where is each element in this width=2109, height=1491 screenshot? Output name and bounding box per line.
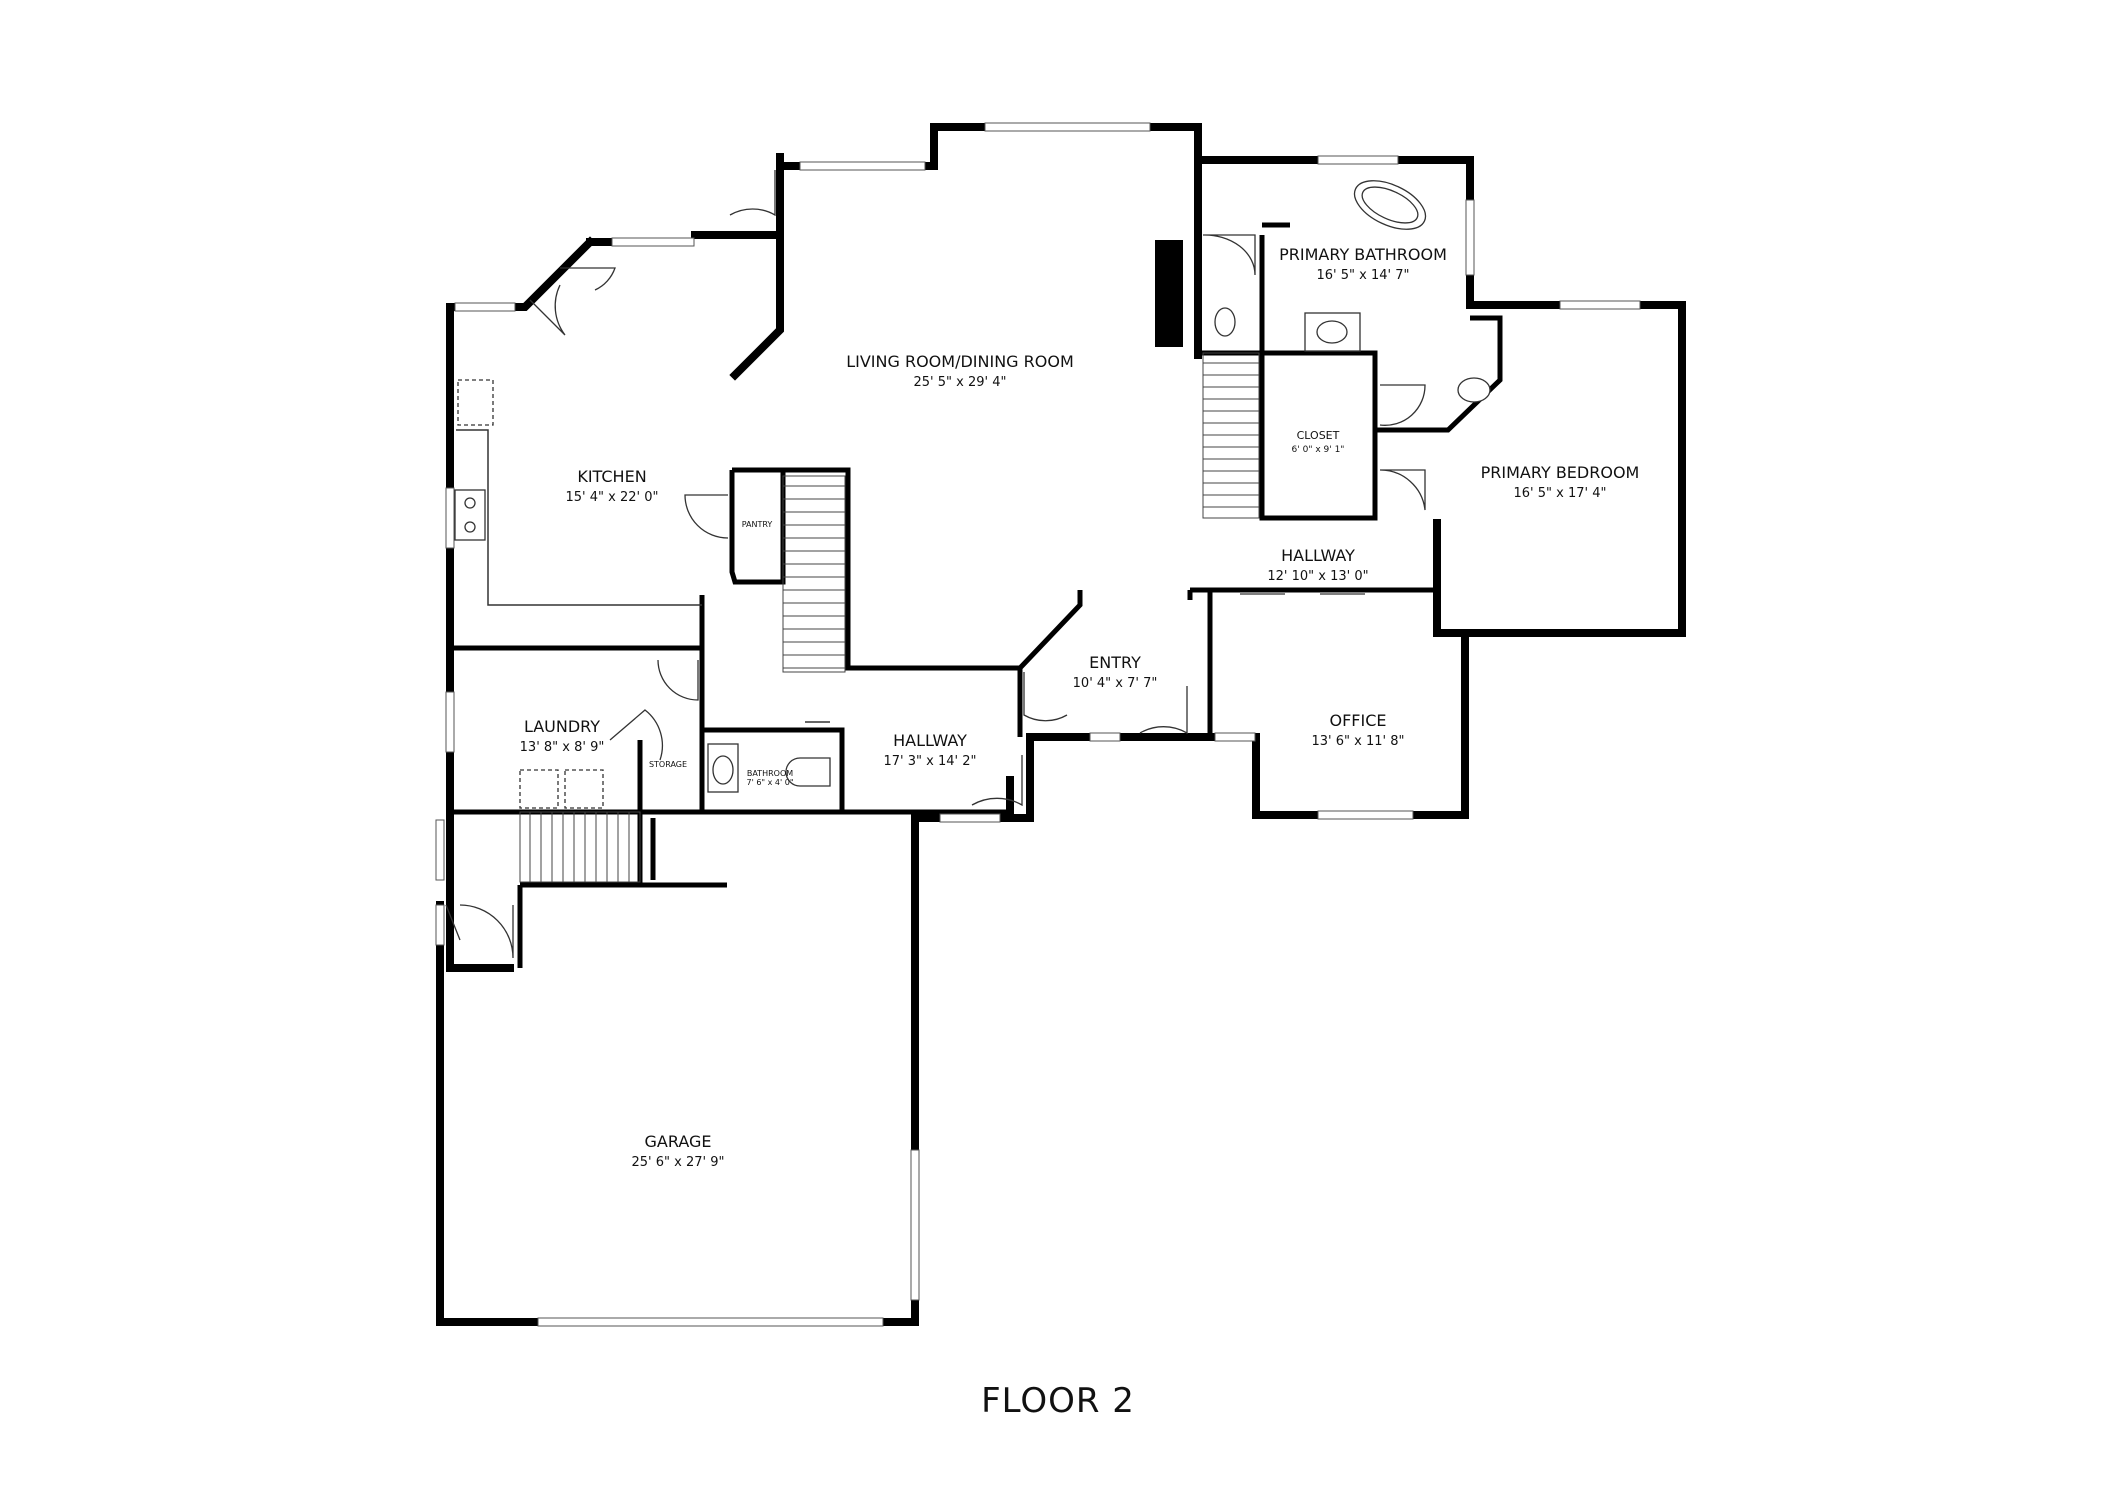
primary-bedroom-dims: 16' 5" x 17' 4": [1514, 486, 1607, 501]
hallway-west-name: HALLWAY: [893, 731, 967, 750]
garage-dims: 25' 6" x 27' 9": [632, 1155, 725, 1170]
office-dims: 13' 6" x 11' 8": [1312, 734, 1405, 749]
hallway-east-dims: 12' 10" x 13' 0": [1267, 569, 1368, 584]
kitchen-name: KITCHEN: [577, 467, 646, 486]
fixtures: [454, 180, 1491, 809]
hallway-east-name: HALLWAY: [1281, 546, 1355, 565]
floor-title: FLOOR 2: [981, 1381, 1135, 1421]
exterior-walls: [436, 123, 1686, 1326]
interior-walls: [450, 222, 1503, 968]
closet-dims: 6' 0" x 9' 1": [1292, 445, 1345, 455]
entry-name: ENTRY: [1089, 653, 1141, 672]
living-room-name: LIVING ROOM/DINING ROOM: [846, 352, 1074, 371]
pantry-name: PANTRY: [742, 520, 773, 529]
closet-name: CLOSET: [1297, 429, 1340, 442]
laundry-dims: 13' 8" x 8' 9": [520, 740, 605, 755]
office-name: OFFICE: [1330, 711, 1387, 730]
windows: [435, 122, 1641, 1327]
hallway-west-dims: 17' 3" x 14' 2": [884, 754, 977, 769]
laundry-name: LAUNDRY: [524, 717, 600, 736]
kitchen-dims: 15' 4" x 22' 0": [566, 490, 659, 505]
room-labels: LIVING ROOM/DINING ROOM 25' 5" x 29' 4" …: [520, 245, 1640, 1170]
living-room-dims: 25' 5" x 29' 4": [914, 375, 1007, 390]
garage-name: GARAGE: [645, 1132, 712, 1151]
bathroom-dims: 7' 6" x 4' 0": [746, 778, 793, 787]
primary-bathroom-name: PRIMARY BATHROOM: [1279, 245, 1447, 264]
entry-dims: 10' 4" x 7' 7": [1073, 676, 1158, 691]
doors: [445, 170, 1426, 959]
stairs: [519, 352, 1260, 883]
bathroom-name: BATHROOM: [747, 769, 793, 778]
storage-name: STORAGE: [649, 760, 687, 769]
primary-bathroom-dims: 16' 5" x 14' 7": [1317, 268, 1410, 283]
primary-bedroom-name: PRIMARY BEDROOM: [1481, 463, 1640, 482]
